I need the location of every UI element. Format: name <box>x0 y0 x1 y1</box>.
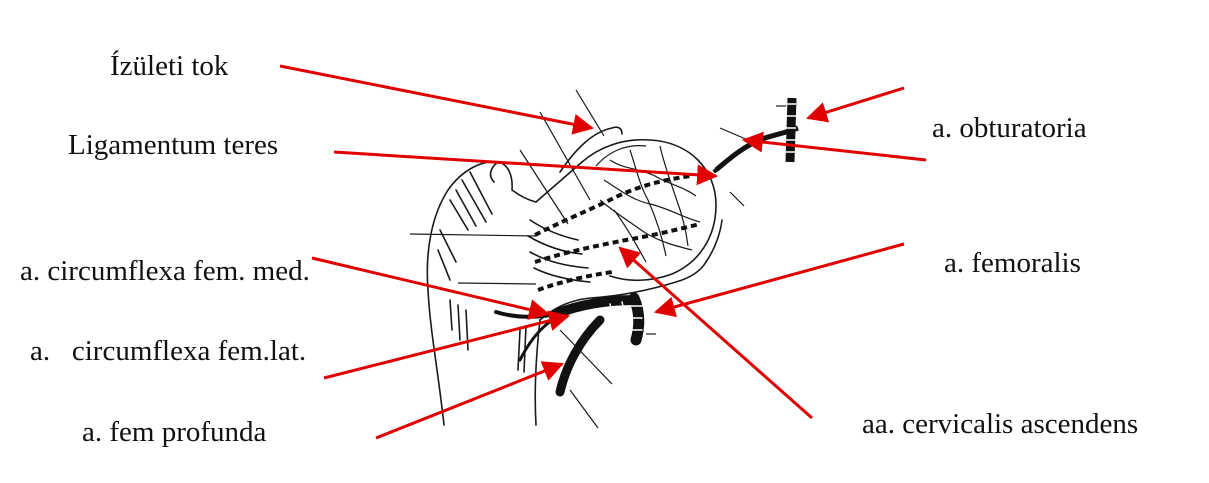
arrow-fem-profunda <box>375 361 564 440</box>
retinacular-vessels <box>534 174 701 292</box>
obturator-vessel <box>699 97 799 182</box>
label-circumflexa-lat: a. circumflexa fem.lat. <box>30 335 307 367</box>
arrow-cervicalis <box>618 246 813 420</box>
head-vessel-network <box>595 145 701 263</box>
label-circumflexa-med: a. circumflexa fem. med. <box>20 255 310 287</box>
annotation-arrows <box>279 64 927 440</box>
figure-pointer-lines <box>409 89 786 429</box>
label-femoralis: a. femoralis <box>944 247 1081 279</box>
arrow-circ-lat <box>323 310 571 380</box>
arrow-circ-med <box>311 256 551 320</box>
femur-bone <box>426 126 723 426</box>
arrow-obturatoria <box>805 86 905 123</box>
label-capsule: Ízületi tok <box>110 50 229 82</box>
label-cervicalis-ascendens: aa. cervicalis ascendens <box>862 408 1139 440</box>
arrow-lig-teres <box>333 150 719 186</box>
label-ligamentum-teres: Ligamentum teres <box>68 129 279 161</box>
arrow-capsule <box>279 64 595 135</box>
femoral-vessels <box>494 292 645 397</box>
arrow-femoralis <box>653 242 905 318</box>
arrow-obturatoria-2 <box>741 131 927 162</box>
label-fem-profunda: a. fem profunda <box>82 416 267 448</box>
label-obturatoria: a. obturatoria <box>932 112 1087 144</box>
